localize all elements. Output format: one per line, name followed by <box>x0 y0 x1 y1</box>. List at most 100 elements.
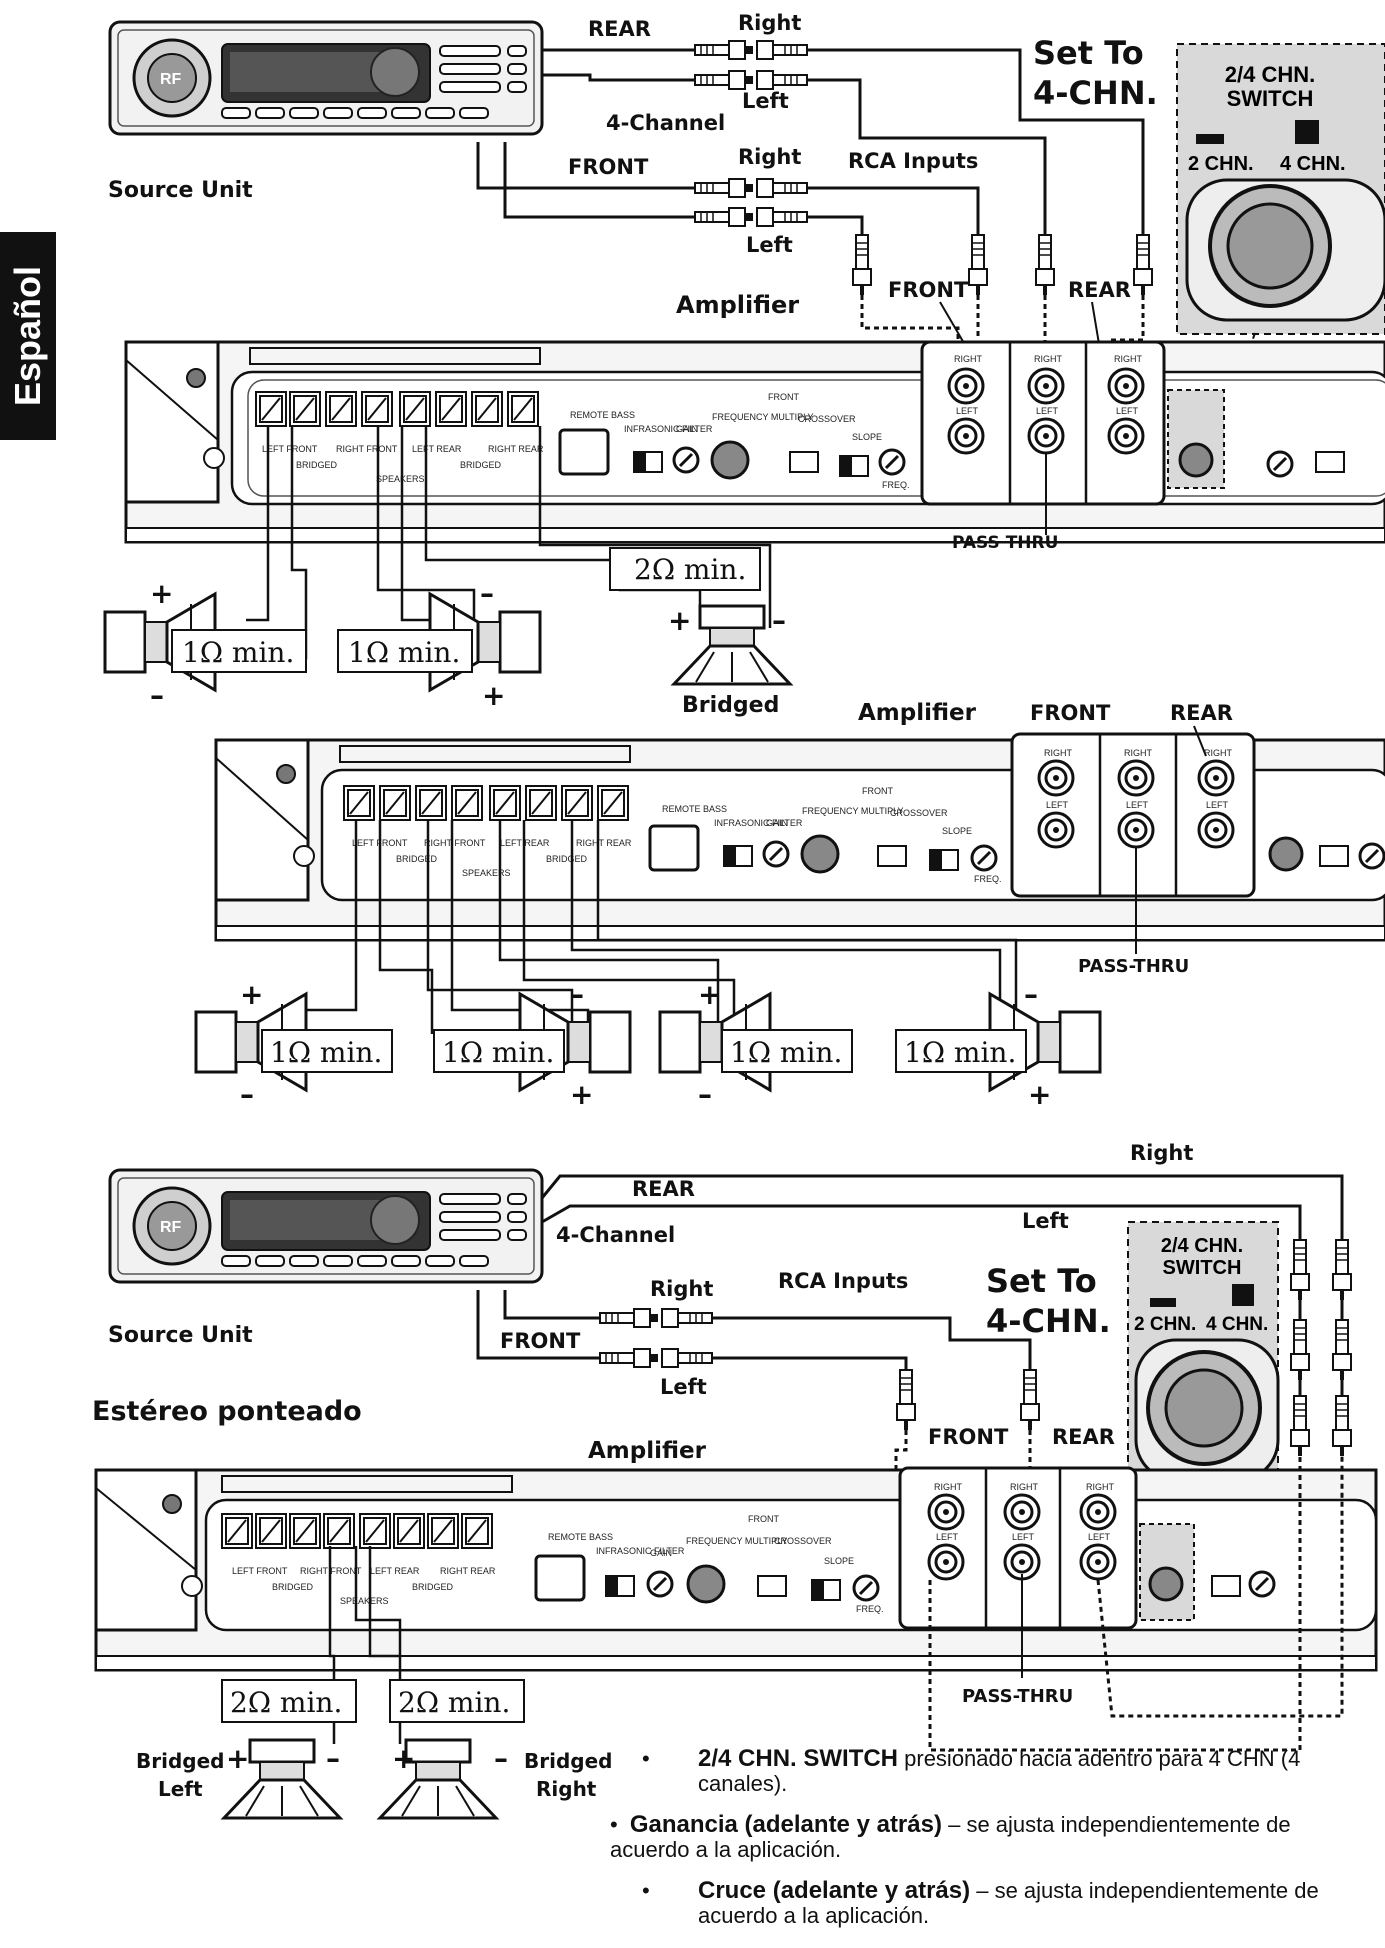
svg-text:RIGHT: RIGHT <box>934 1482 963 1492</box>
bottom-switch-4chn-label: 4 CHN. <box>1206 1314 1268 1335</box>
svg-text:+: + <box>240 978 263 1011</box>
amp-speakers: SPEAKERS <box>376 474 425 484</box>
right-front-label: Right <box>738 145 801 169</box>
switch-4chn-icon <box>1295 120 1319 144</box>
bridged-label-top: Bridged <box>682 693 779 718</box>
svg-text:–: – <box>480 577 494 610</box>
ohm-1b-top: 1Ω min. <box>348 636 460 669</box>
svg-text:SPEAKERS: SPEAKERS <box>340 1596 389 1606</box>
language-tab: Español <box>0 232 56 440</box>
bottom-right-top-label: Right <box>1130 1141 1193 1165</box>
svg-text:BRIDGED: BRIDGED <box>396 854 438 864</box>
amp-right-3: RIGHT <box>1114 354 1143 364</box>
svg-text:BRIDGED: BRIDGED <box>272 1582 314 1592</box>
svg-text:–: – <box>570 978 584 1011</box>
switch-2chn-icon <box>1196 134 1224 144</box>
svg-text:+: + <box>1028 1078 1051 1111</box>
top-diagram: Source Unit REAR Right Left 4-Channel FR… <box>103 11 1385 718</box>
rear-label: REAR <box>588 17 651 41</box>
svg-text:–: – <box>698 1078 712 1111</box>
amp-left-rear: LEFT REAR <box>412 444 462 454</box>
switch-2chn-label: 2 CHN. <box>1188 153 1254 175</box>
middle-pass-thru-label: PASS-THRU <box>1078 956 1189 977</box>
svg-text:CROSSOVER: CROSSOVER <box>774 1536 832 1546</box>
bottom-set-to-label-1: Set To <box>986 1262 1097 1300</box>
svg-text:LEFT: LEFT <box>1206 800 1229 810</box>
svg-text:+: + <box>226 1742 249 1775</box>
bottom-switch-title-1: 2/4 CHN. <box>1161 1235 1243 1257</box>
svg-text:SLOPE: SLOPE <box>942 826 972 836</box>
bottom-rear-input-label: REAR <box>1052 1425 1115 1449</box>
bottom-set-to-label-2: 4-CHN. <box>986 1302 1111 1340</box>
bottom-switch-title-2: SWITCH <box>1163 1257 1242 1279</box>
front-input-label: FRONT <box>888 278 969 302</box>
four-channel-label: 4-Channel <box>606 111 725 135</box>
left-rear-label: Left <box>742 89 789 113</box>
svg-text:FREQUENCY MULTIPLY: FREQUENCY MULTIPLY <box>802 806 904 816</box>
svg-text:LEFT: LEFT <box>1126 800 1149 810</box>
note-bullet: • <box>642 1878 650 1903</box>
pass-thru-label: PASS THRU <box>952 533 1058 553</box>
svg-text:FREQ.: FREQ. <box>974 874 1002 884</box>
amp-right-front: RIGHT FRONT <box>336 444 398 454</box>
amp-gain: GAIN <box>676 424 698 434</box>
amp-slope: SLOPE <box>852 432 882 442</box>
bottom-front-label: FRONT <box>500 1329 581 1353</box>
bottom-left-label: Left <box>1022 1209 1069 1233</box>
note-text-wrap: – se ajusta independientemente de acuerd… <box>610 1812 1291 1862</box>
note-bullet: • <box>642 1746 650 1771</box>
svg-text:RIGHT REAR: RIGHT REAR <box>576 838 632 848</box>
svg-text:+: + <box>570 1078 593 1111</box>
svg-text:–: – <box>494 1742 508 1775</box>
svg-text:LEFT: LEFT <box>1088 1532 1111 1542</box>
amp-left-1: LEFT <box>956 406 979 416</box>
svg-text:+: + <box>698 978 721 1011</box>
set-to-label-1: Set To <box>1033 34 1144 72</box>
svg-text:LEFT: LEFT <box>1012 1532 1035 1542</box>
middle-amplifier: LEFT FRONT RIGHT FRONT LEFT REAR RIGHT R… <box>214 725 1385 942</box>
svg-text:–: – <box>326 1742 340 1775</box>
amp-remote-bass: REMOTE BASS <box>570 410 635 420</box>
svg-text:+: + <box>482 679 505 712</box>
source-unit-icon <box>108 20 544 136</box>
note-text: – se ajusta independientemente de acuerd… <box>698 1878 1319 1928</box>
ohm-2-top: 2Ω min. <box>634 553 746 586</box>
amp-left-2: LEFT <box>1036 406 1059 416</box>
top-amplifier: LEFT FRONT RIGHT FRONT LEFT REAR RIGHT R… <box>124 340 1385 544</box>
svg-text:LEFT REAR: LEFT REAR <box>370 1566 420 1576</box>
svg-text:SLOPE: SLOPE <box>824 1556 854 1566</box>
amp-right-2: RIGHT <box>1034 354 1063 364</box>
bridged-right-label-1: Bridged <box>524 1749 612 1773</box>
amp-left-3: LEFT <box>1116 406 1139 416</box>
svg-text:INFRASONIC FILTER: INFRASONIC FILTER <box>596 1546 685 1556</box>
svg-text:INFRASONIC FILTER: INFRASONIC FILTER <box>714 818 803 828</box>
svg-text:+: + <box>392 1742 415 1775</box>
amp-infrasonic: INFRASONIC FILTER <box>624 424 713 434</box>
svg-text:RIGHT: RIGHT <box>1204 748 1233 758</box>
middle-rear-label: REAR <box>1170 701 1233 725</box>
amp-bridged-2: BRIDGED <box>460 460 502 470</box>
middle-front-label: FRONT <box>1030 701 1111 725</box>
bottom-source-unit-label: Source Unit <box>108 1323 253 1348</box>
middle-amplifier-label: Amplifier <box>858 700 977 726</box>
svg-text:LEFT: LEFT <box>936 1532 959 1542</box>
svg-text:GAIN: GAIN <box>766 818 788 828</box>
bottom-amplifier: LEFT FRONT RIGHT FRONT LEFT REAR RIGHT R… <box>94 1466 1378 1672</box>
bridged-left-label-1: Bridged <box>136 1749 224 1773</box>
right-rear-label: Right <box>738 11 801 35</box>
bottom-switch-2chn-icon <box>1150 1298 1176 1307</box>
bottom-pass-thru-label: PASS-THRU <box>962 1686 1073 1707</box>
svg-text:–: – <box>1024 978 1038 1011</box>
bottom-diagram: Source Unit Right REAR Left 4-Cha <box>92 1141 1378 1820</box>
svg-text:FREQ.: FREQ. <box>856 1604 884 1614</box>
amp-right-1: RIGHT <box>954 354 983 364</box>
svg-text:SPEAKERS: SPEAKERS <box>462 868 511 878</box>
amplifier-label: Amplifier <box>676 291 799 319</box>
ohm-1d-mid: 1Ω min. <box>904 1036 1016 1069</box>
amp-freq: FREQ. <box>882 480 910 490</box>
svg-text:RIGHT: RIGHT <box>1044 748 1073 758</box>
amp-right-rear: RIGHT REAR <box>488 444 544 454</box>
svg-text:+: + <box>150 577 173 610</box>
amp-crossover: CROSSOVER <box>798 414 856 424</box>
